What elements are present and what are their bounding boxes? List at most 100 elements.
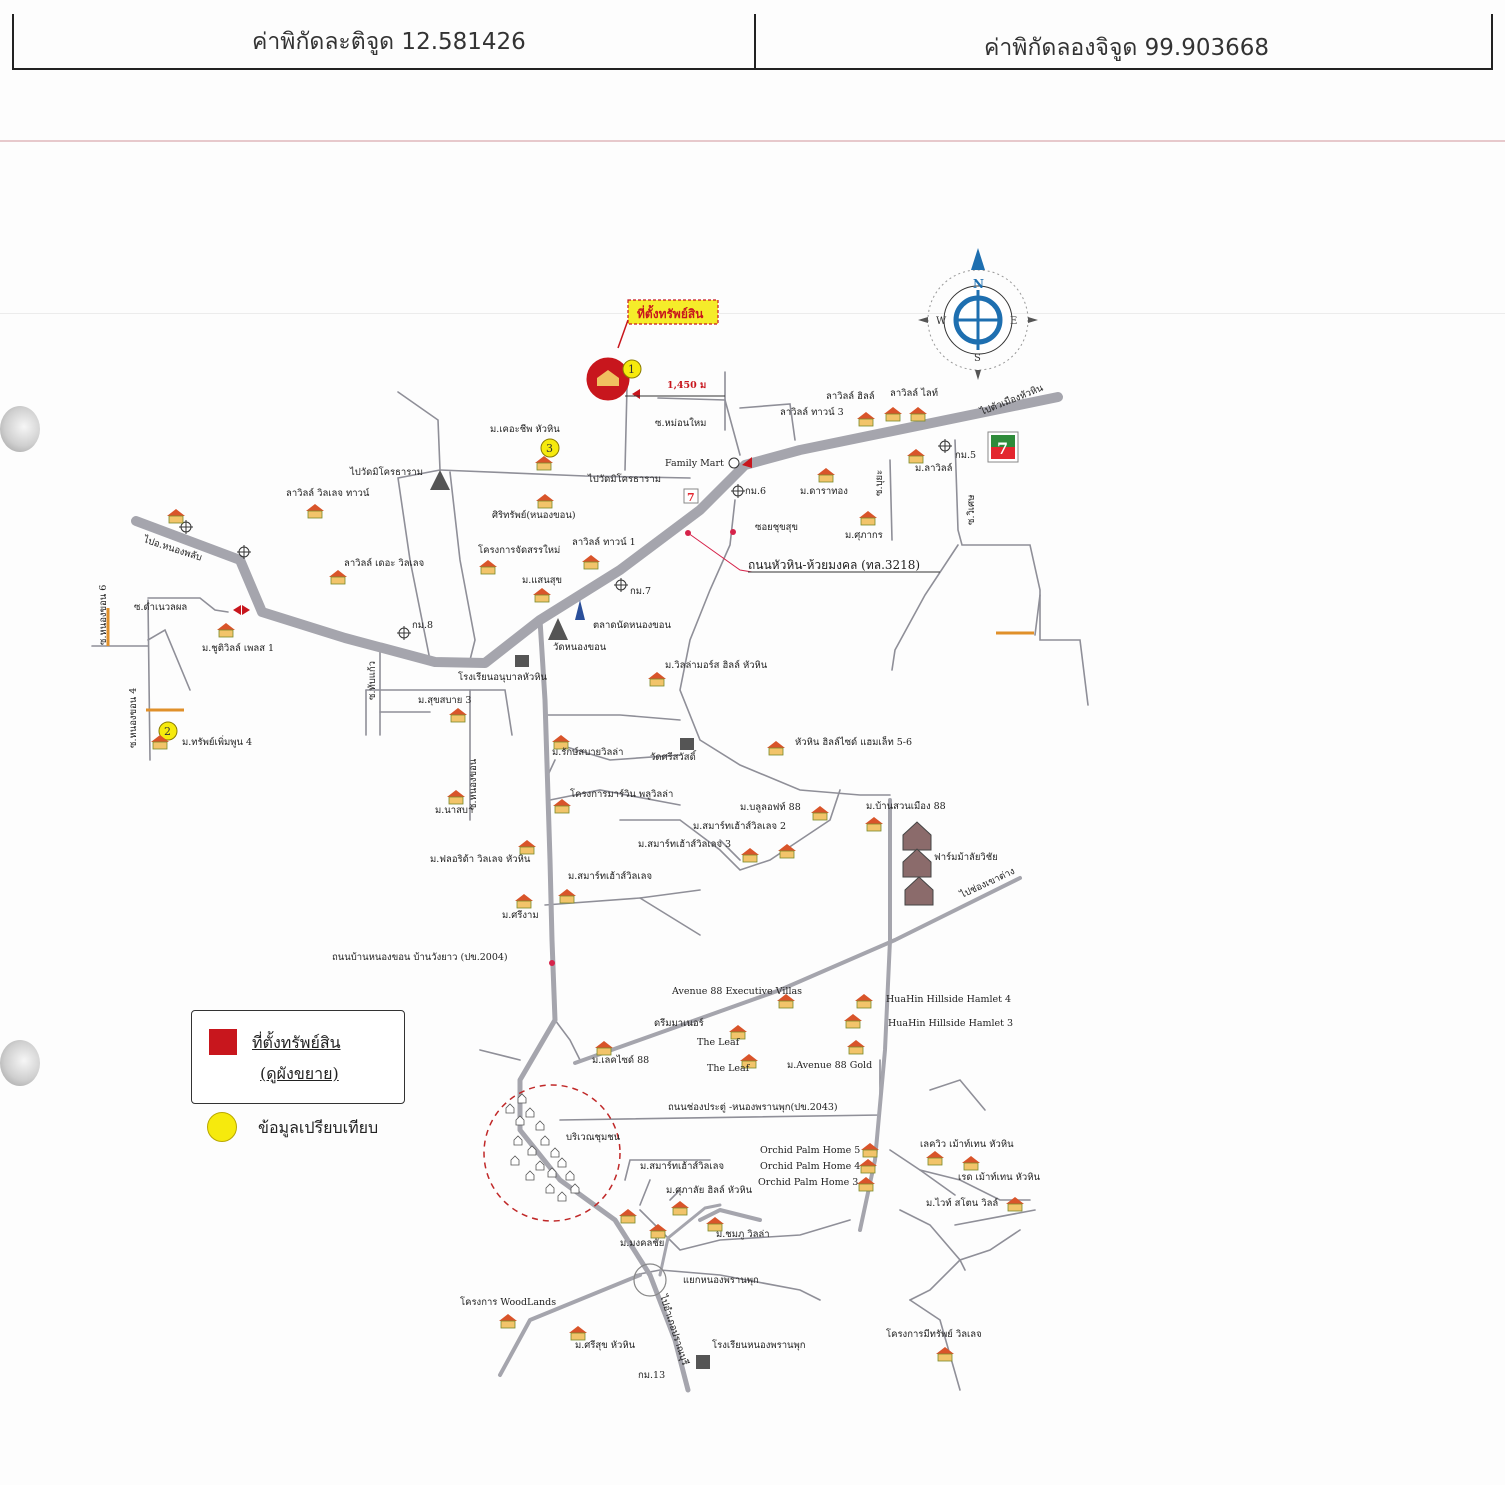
community-house-icon [535,1120,545,1131]
m-sukhsabai-label: ม.สุขสบาย 3 [418,695,471,706]
housing-icon [777,994,795,1009]
community-house-icon [547,1167,557,1178]
m-sukon-label: ม.ศุภากร [845,530,883,541]
longitude-text: ค่าพิกัดลองจิจูด 99.903668 [984,35,1270,61]
green1-label: เลควิว เม้าท์เทน หัวหิน [920,1138,1014,1150]
housing-icon [329,570,347,585]
legend-property-swatch [209,1029,237,1055]
header-divider [754,14,756,68]
soi-nongkhon4-label: ซ.หนองขอน 4 [128,688,139,748]
lavalle-village-label: ลาวิลล์ วิลเลจ ทาวน์ [286,487,370,499]
comparison-marker-1 [622,359,642,379]
comparison-marker-2 [158,721,178,741]
community-house-icon [527,1145,537,1156]
m-banthep-label: ม.บ้านสวนเมือง 88 [866,801,946,812]
km5-label: กม.5 [955,450,976,461]
housing-icon [582,555,600,570]
km7-label: กม.7 [630,586,651,597]
soi-damnoen-label: ซ.ดำเนวลผล [134,602,187,613]
community-house-icon [570,1183,580,1194]
orchid3-label: Orchid Palm Home 3 [758,1177,858,1188]
housing-icon [553,799,571,814]
legend-comparison-dot [207,1112,237,1142]
housing-icon [767,741,785,756]
page-rule-light [0,313,1505,314]
lavalle-hills-label: ลาวิลล์ ฮิลล์ [826,390,875,402]
community-circle [483,1084,621,1222]
community-house-icon [505,1103,515,1114]
seven-eleven-logo: 7 [987,431,1019,463]
housing-icon [558,889,576,904]
housing-icon [535,456,553,471]
community-house-icon [525,1107,535,1118]
housing-icon [449,708,467,723]
housing-icon [778,844,796,859]
school-nongpran-label: โรงเรียนหนองพรานพุก [712,1339,806,1351]
soi-huaibun-label: ซ.บุยะ [874,470,885,496]
community-house-icon [510,1155,520,1166]
legend-property-label: ที่ตั้งทรัพย์สิน [252,1033,341,1052]
m-smart2-label: ม.สมาร์ทเฮ้าส์วิลเลจ 2 [693,820,786,832]
m-villa-mountain-label: ม.วิลล่ามอร์ส ฮิลล์ หัวหิน [665,659,768,671]
housing-icon [649,1224,667,1239]
housing-icon [671,1201,689,1216]
m-smart-label: ม.สมาร์ทเฮ้าส์วิลเลจ [568,870,652,882]
housing-icon [217,623,235,638]
compass-rose: N S E W [918,248,1038,380]
lavalle-villa-label: ลาวิลล์ เดอะ วิลเลจ [344,557,424,569]
comparison-marker-3-label: 3 [546,442,553,455]
legend-property-sub: (ดูผังขยาย) [260,1064,339,1083]
m-kasathip-label: ม.เคอะชีพ หัวหิน [490,423,560,435]
community-house-icon [535,1160,545,1171]
soi-markers [106,608,1034,712]
latitude-text: ค่าพิกัดละติจูด 12.581426 [252,29,526,55]
compass-e: E [1010,316,1017,327]
soi-wiset-label: ซ.วิเศษ [966,495,977,525]
community-house-icon [540,1135,550,1146]
map-labels: ถนนหัวหิน-ห้วยมงคล (ทล.3218) ถนนบ้านหนอง… [98,382,1045,1381]
comparison-markers: 1 2 3 [158,359,642,741]
housing-icon [884,407,902,422]
hamlet3-label: HuaHin Hillside Hamlet 3 [888,1018,1013,1029]
temple-icons [430,470,710,1369]
housing-icon [962,1156,980,1171]
hamlet4-label: HuaHin Hillside Hamlet 4 [886,994,1011,1005]
farm-label: ฟาร์มม้าลัยวิชัย [934,851,998,863]
lavalle-town3-label: ลาวิลล์ ทาวน์ 3 [780,406,844,418]
housing-icon [936,1347,954,1362]
community-house-icon [565,1170,575,1181]
distance-label: 1,450 ม [667,380,706,391]
community-house-icon [525,1170,535,1181]
housing-icon [740,1054,758,1069]
m-lavalle-label: ม.ลาวิลล์ [915,462,953,474]
housing-icon [817,468,835,483]
soi-nongkhon6-label: ซ.หนองขอน 6 [98,585,109,645]
m-smart3-label: ม.สมาร์ทเฮ้าส์วิลเลจ 3 [638,838,731,850]
housing-icon [595,1041,613,1056]
community-house-icon [545,1183,555,1194]
housing-icon [729,1025,747,1040]
comparison-marker-2-label: 2 [164,725,171,738]
wat-nongkhon-label: วัดหนองขอน [553,642,607,653]
road-nongkhon-label: ถนนบ้านหนองขอน บ้านวังยาว (ปข.2004) [332,952,508,963]
community-house-icon [557,1191,567,1202]
to-watmai-label: ไปวัดมิโครธาราม [349,466,423,478]
housing-icon [499,1314,517,1329]
housing-icon [167,509,185,524]
the-leaf1-label: The Leaf [697,1037,741,1048]
road-chongpraduu-label: ถนนช่องประตู่ -หนองพรานพุก(ปข.2043) [668,1102,838,1113]
housing-icon [151,735,169,750]
property-callout-text: ที่ตั้งทรัพย์สิน [637,304,704,321]
housing-icon [447,790,465,805]
property-callout: ที่ตั้งทรัพย์สิน 1,450 ม [586,299,725,401]
svg-text:7: 7 [687,491,695,504]
housing-icon [479,560,497,575]
coordinate-header: ค่าพิกัดละติจูด 12.581426 ค่าพิกัดลองจิจ… [12,14,1493,70]
housing-icon [909,407,927,422]
av88-gold-label: ม.Avenue 88 Gold [787,1060,872,1071]
housing-icon [859,511,877,526]
m-sriyan-label: ม.ศรีงาม [502,909,539,921]
km13-label: กม.13 [638,1370,665,1381]
m-saensuk-label: ม.แสนสุข [522,575,562,586]
